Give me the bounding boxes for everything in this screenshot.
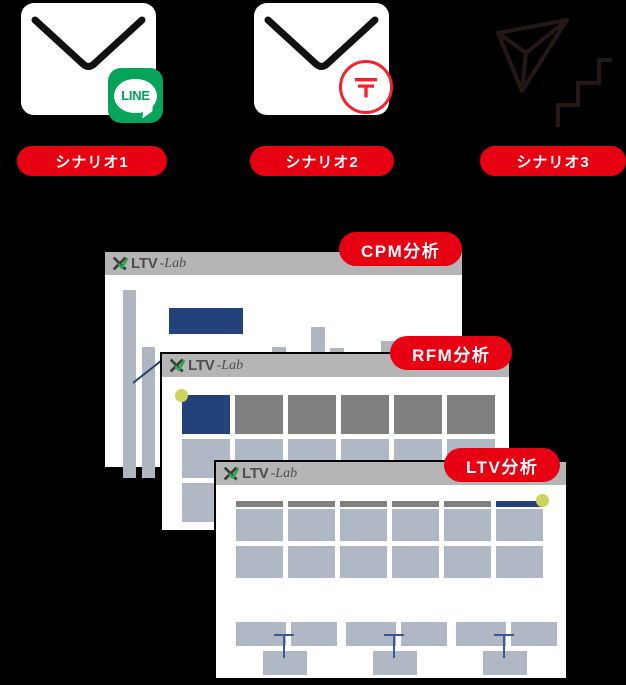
tree-3-node-b[interactable] (511, 622, 557, 646)
ltv-col-body-0[interactable] (236, 509, 283, 541)
rfm-selection-dot (175, 389, 188, 402)
ltv-col-header-3[interactable] (392, 501, 439, 507)
bar-2 (142, 347, 155, 478)
logo-ltv-text: LTV (131, 255, 158, 272)
x-check-icon (112, 256, 129, 271)
ltv-col-header-5[interactable] (496, 501, 543, 507)
ltv-lab-logo: LTV -Lab (112, 255, 186, 272)
postal-mark-glyph (355, 78, 377, 98)
x-check-icon (169, 358, 186, 373)
ltv-analysis-pill[interactable]: LTV分析 (444, 448, 561, 482)
tree-1-node-b[interactable] (291, 622, 337, 646)
postal-mark-icon (339, 60, 393, 114)
ltv-col-body-4[interactable] (444, 509, 491, 541)
rfm-cell-r0c5[interactable] (447, 395, 495, 434)
bar-1 (123, 290, 136, 478)
scenario-2-pill[interactable]: シナリオ2 (250, 146, 394, 176)
scenario-3-pill[interactable]: シナリオ3 (480, 146, 626, 176)
envelope-icon (21, 3, 156, 115)
cpm-highlight-box[interactable] (169, 308, 243, 334)
logo-lab-text: -Lab (270, 465, 298, 481)
ltv-lab-logo: LTV -Lab (223, 465, 297, 482)
ltv-col-body-1[interactable] (288, 509, 335, 541)
ltv-col-body-5[interactable] (496, 509, 543, 541)
ltv-col-header-2[interactable] (340, 501, 387, 507)
cpm-analysis-pill[interactable]: CPM分析 (339, 232, 463, 266)
ltv-col-header-1[interactable] (288, 501, 335, 507)
logo-ltv-text: LTV (188, 357, 215, 374)
rfm-cell-r0c4[interactable] (394, 395, 442, 434)
tree-1-connector-v (283, 634, 285, 658)
scenario-2-label: シナリオ2 (285, 153, 359, 171)
ltv-row2-cell-4[interactable] (444, 546, 491, 578)
tree-2-node-c[interactable] (373, 651, 417, 675)
tree-2-node-b[interactable] (401, 622, 447, 646)
logo-ltv-text: LTV (242, 465, 269, 482)
envelope-flap-icon (31, 16, 146, 70)
ltv-col-header-0[interactable] (236, 501, 283, 507)
line-icon: LINE (108, 68, 163, 123)
ltv-row2-cell-2[interactable] (340, 546, 387, 578)
ltv-lab-logo: LTV -Lab (169, 357, 243, 374)
line-bubble-tail (142, 105, 153, 119)
rfm-cell-r0c3[interactable] (341, 395, 389, 434)
tree-3-connector-v (503, 634, 505, 658)
ltv-analysis-label: LTV分析 (466, 457, 539, 477)
ltv-col-body-2[interactable] (340, 509, 387, 541)
logo-lab-text: -Lab (216, 357, 244, 373)
logo-lab-text: -Lab (159, 255, 187, 271)
ltv-analysis-window[interactable]: LTV -Lab (214, 460, 568, 680)
scenario-1-label: シナリオ1 (55, 153, 129, 171)
tree-1-node-c[interactable] (263, 651, 307, 675)
ltv-content-area (216, 485, 566, 678)
tree-2-connector-h (384, 634, 404, 636)
rfm-cell-r0c0[interactable] (182, 395, 230, 434)
tree-2-connector-v (393, 634, 395, 658)
rfm-cell-r0c1[interactable] (235, 395, 283, 434)
ltv-col-header-4[interactable] (444, 501, 491, 507)
cpm-analysis-label: CPM分析 (361, 241, 441, 261)
rfm-analysis-pill[interactable]: RFM分析 (390, 336, 513, 370)
tree-3-connector-h (494, 634, 514, 636)
x-check-icon (223, 466, 240, 481)
ltv-row2-cell-5[interactable] (496, 546, 543, 578)
tree-3-node-c[interactable] (483, 651, 527, 675)
line-badge-label: LINE (121, 88, 150, 103)
envelope-flap-icon (264, 16, 379, 70)
tree-1-connector-h (274, 634, 294, 636)
rfm-analysis-label: RFM分析 (412, 345, 491, 365)
ltv-row2-cell-0[interactable] (236, 546, 283, 578)
paper-plane-stairs-icon (496, 18, 612, 127)
rfm-cell-r0c2[interactable] (288, 395, 336, 434)
ltv-selection-dot (536, 494, 549, 507)
ltv-row2-cell-1[interactable] (288, 546, 335, 578)
ltv-col-body-3[interactable] (392, 509, 439, 541)
line-bubble-shape: LINE (114, 78, 157, 119)
ltv-row2-cell-3[interactable] (392, 546, 439, 578)
scenario-1-pill[interactable]: シナリオ1 (17, 146, 167, 176)
scenario-3-label: シナリオ3 (516, 153, 590, 171)
